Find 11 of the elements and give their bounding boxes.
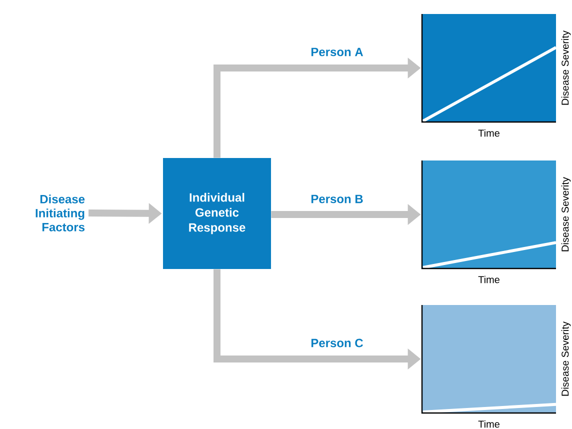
axis-label: Disease Severity [561, 177, 571, 252]
edge-label: Person A [311, 48, 363, 56]
axis-label: Time [478, 420, 500, 428]
axis-label: Disease Severity [561, 322, 571, 396]
axis-label: Time [478, 276, 500, 284]
axis-label: Disease Severity [561, 30, 571, 105]
edge-label: Person C [311, 338, 363, 348]
input-label: Disease Initiating Factors [36, 194, 85, 232]
edge-label: Person B [311, 194, 363, 204]
process-box: Individual Genetic Response [163, 158, 271, 269]
axis-label: Time [478, 129, 500, 137]
